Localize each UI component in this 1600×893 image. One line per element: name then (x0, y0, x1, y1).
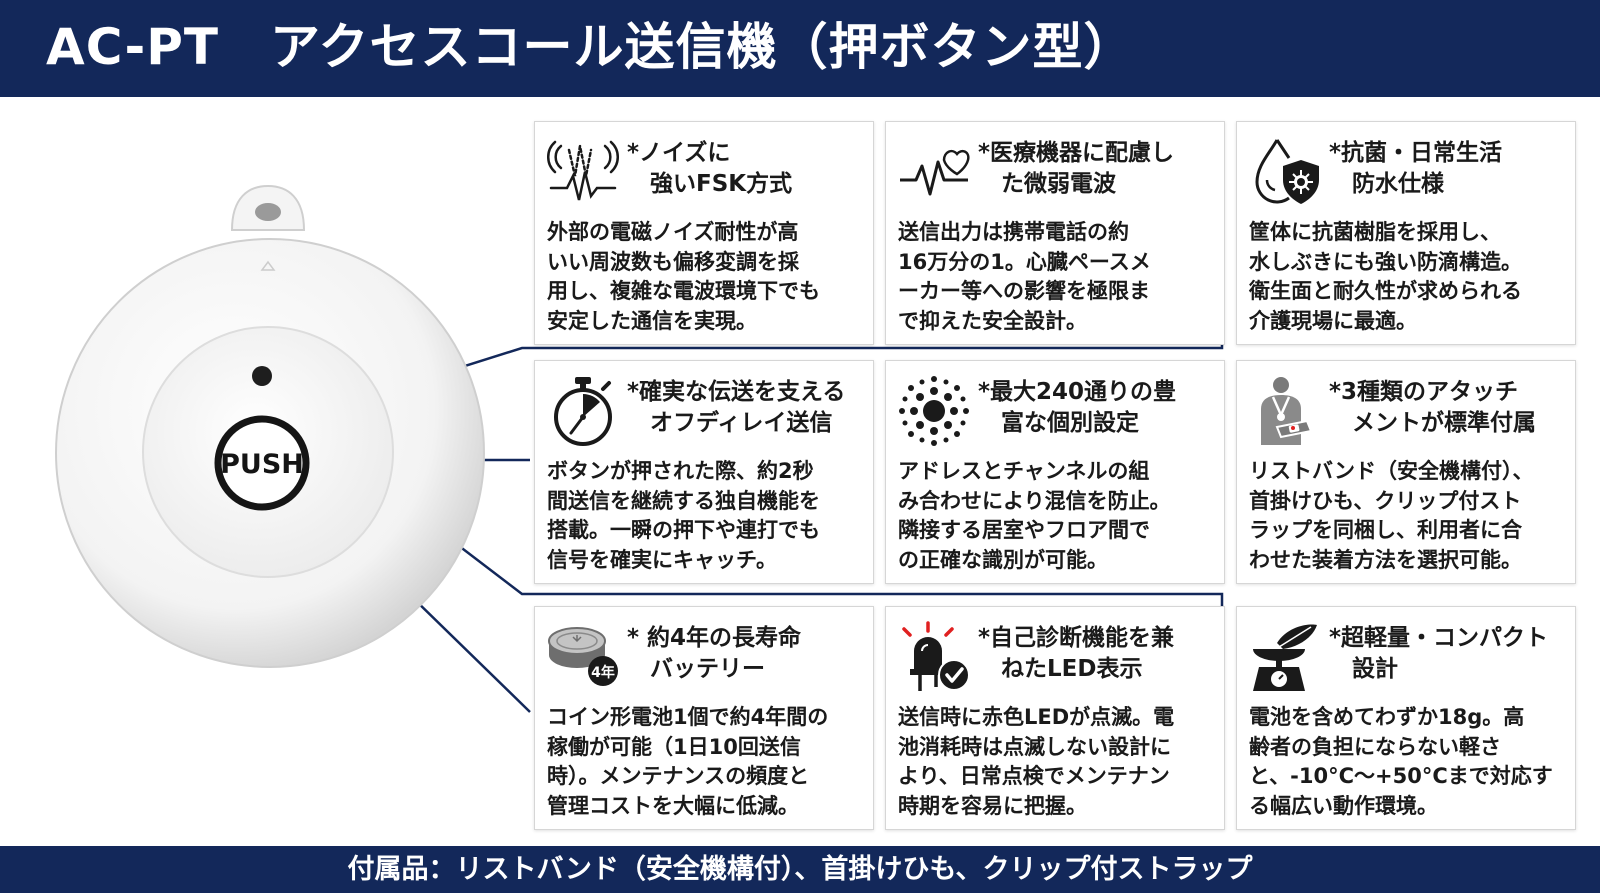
battery-badge-label: 4年 (591, 664, 615, 681)
accessories-note: 付属品：リストバンド（安全機構付）、首掛けひも、クリップ付ストラップ (347, 854, 1253, 885)
scale-feather-icon (1253, 624, 1317, 691)
push-button[interactable]: PUSH (214, 415, 310, 511)
led-indicator (252, 366, 272, 386)
heartbeat-icon (900, 149, 970, 196)
card-title: *3種類のアタッチ メントが標準付属 (1329, 379, 1536, 436)
card-title: *最大240通りの豊 富な個別設定 (978, 379, 1177, 436)
card-title: * 約4年の長寿命 バッテリー (627, 625, 802, 682)
card-title: *医療機器に配慮し た微弱電波 (978, 140, 1175, 197)
feature-card-fsk: *ノイズに 強いFSK方式 外部の電磁ノイズ耐性が高 いい周波数も偏移変調を採 … (534, 121, 874, 345)
card-body: 外部の電磁ノイズ耐性が高 いい周波数も偏移変調を採 用し、複雑な電波環境下でも … (547, 220, 820, 333)
card-title: *超軽量・コンパクト 設計 (1329, 625, 1549, 682)
feature-card-lightweight: *超軽量・コンパクト 設計 電池を含めてわずか18g。高 齢者の負担にならない軽… (1236, 606, 1576, 830)
feature-card-off-delay: *確実な伝送を支える オフディレイ送信 ボタンが押された際、約2秒 間送信を継続… (534, 360, 874, 584)
feature-card-battery: 4年 * 約4年の長寿命 バッテリー コイン形電池1個で約4年間の 稼働が可能（… (534, 606, 874, 830)
page-title: AC-PT アクセスコール送信機（押ボタン型） (46, 18, 1135, 76)
header-bar: AC-PT アクセスコール送信機（押ボタン型） (0, 0, 1600, 97)
card-title: *確実な伝送を支える オフディレイ送信 (627, 379, 846, 436)
stopwatch-icon (554, 377, 612, 446)
card-title: *ノイズに 強いFSK方式 (627, 140, 793, 197)
feature-card-led: *自己診断機能を兼 ねたLED表示 送信時に赤色LEDが点滅。電 池消耗時は点滅… (885, 606, 1225, 830)
card-body: アドレスとチャンネルの組 み合わせにより混信を防止。 隣接する居室やフロア間で … (898, 459, 1171, 572)
card-title: *自己診断機能を兼 ねたLED表示 (978, 625, 1175, 682)
card-title: *抗菌・日常生活 防水仕様 (1329, 140, 1503, 197)
signal-waveform-icon (547, 140, 619, 201)
card-body: 送信時に赤色LEDが点滅。電 池消耗時は点滅しない設計に より、日常点検でメンテ… (898, 705, 1175, 818)
waterdrop-shield-icon (1255, 139, 1319, 204)
card-body: コイン形電池1個で約4年間の 稼働が可能（1日10回送信 時）。メンテナンスの頻… (547, 705, 829, 818)
card-body: 筐体に抗菌樹脂を採用し、 水しぶきにも強い防滴構造。 衛生面と耐久性が求められる… (1249, 220, 1522, 333)
battery-years-badge (588, 656, 618, 686)
push-button-label: PUSH (220, 449, 304, 480)
card-body: 電池を含めてわずか18g。高 齢者の負担にならない軽さ と、-10°C〜+50°… (1249, 705, 1553, 818)
dot-burst-icon (899, 376, 969, 446)
feature-card-settings: *最大240通りの豊 富な個別設定 アドレスとチャンネルの組 み合わせにより混信… (885, 360, 1225, 584)
feature-card-weak-radio: *医療機器に配慮し た微弱電波 送信出力は携帯電話の約 16万分の1。心臓ペース… (885, 121, 1225, 345)
footer-bar: 付属品：リストバンド（安全機構付）、首掛けひも、クリップ付ストラップ (0, 846, 1600, 893)
person-strap-icon (1261, 377, 1313, 445)
card-body: リストバンド（安全機構付）、 首掛けひも、クリップ付スト ラップを同梱し、利用者… (1249, 459, 1534, 572)
connector-line-bottom-right (424, 519, 1224, 610)
feature-card-waterproof: *抗菌・日常生活 防水仕様 筐体に抗菌樹脂を採用し、 水しぶきにも強い防滴構造。… (1236, 121, 1576, 345)
coin-battery-icon: 4年 (548, 627, 618, 686)
strap-loop (230, 184, 306, 231)
led-check-icon (902, 621, 970, 691)
card-body: 送信出力は携帯電話の約 16万分の1。心臓ペースメ ーカー等への影響を極限ま で… (898, 220, 1151, 333)
card-body: ボタンが押された際、約2秒 間送信を継続する独自機能を 搭載。一瞬の押下や連打で… (547, 459, 820, 572)
feature-card-attachments: *3種類のアタッチ メントが標準付属 リストバンド（安全機構付）、 首掛けひも、… (1236, 360, 1576, 584)
